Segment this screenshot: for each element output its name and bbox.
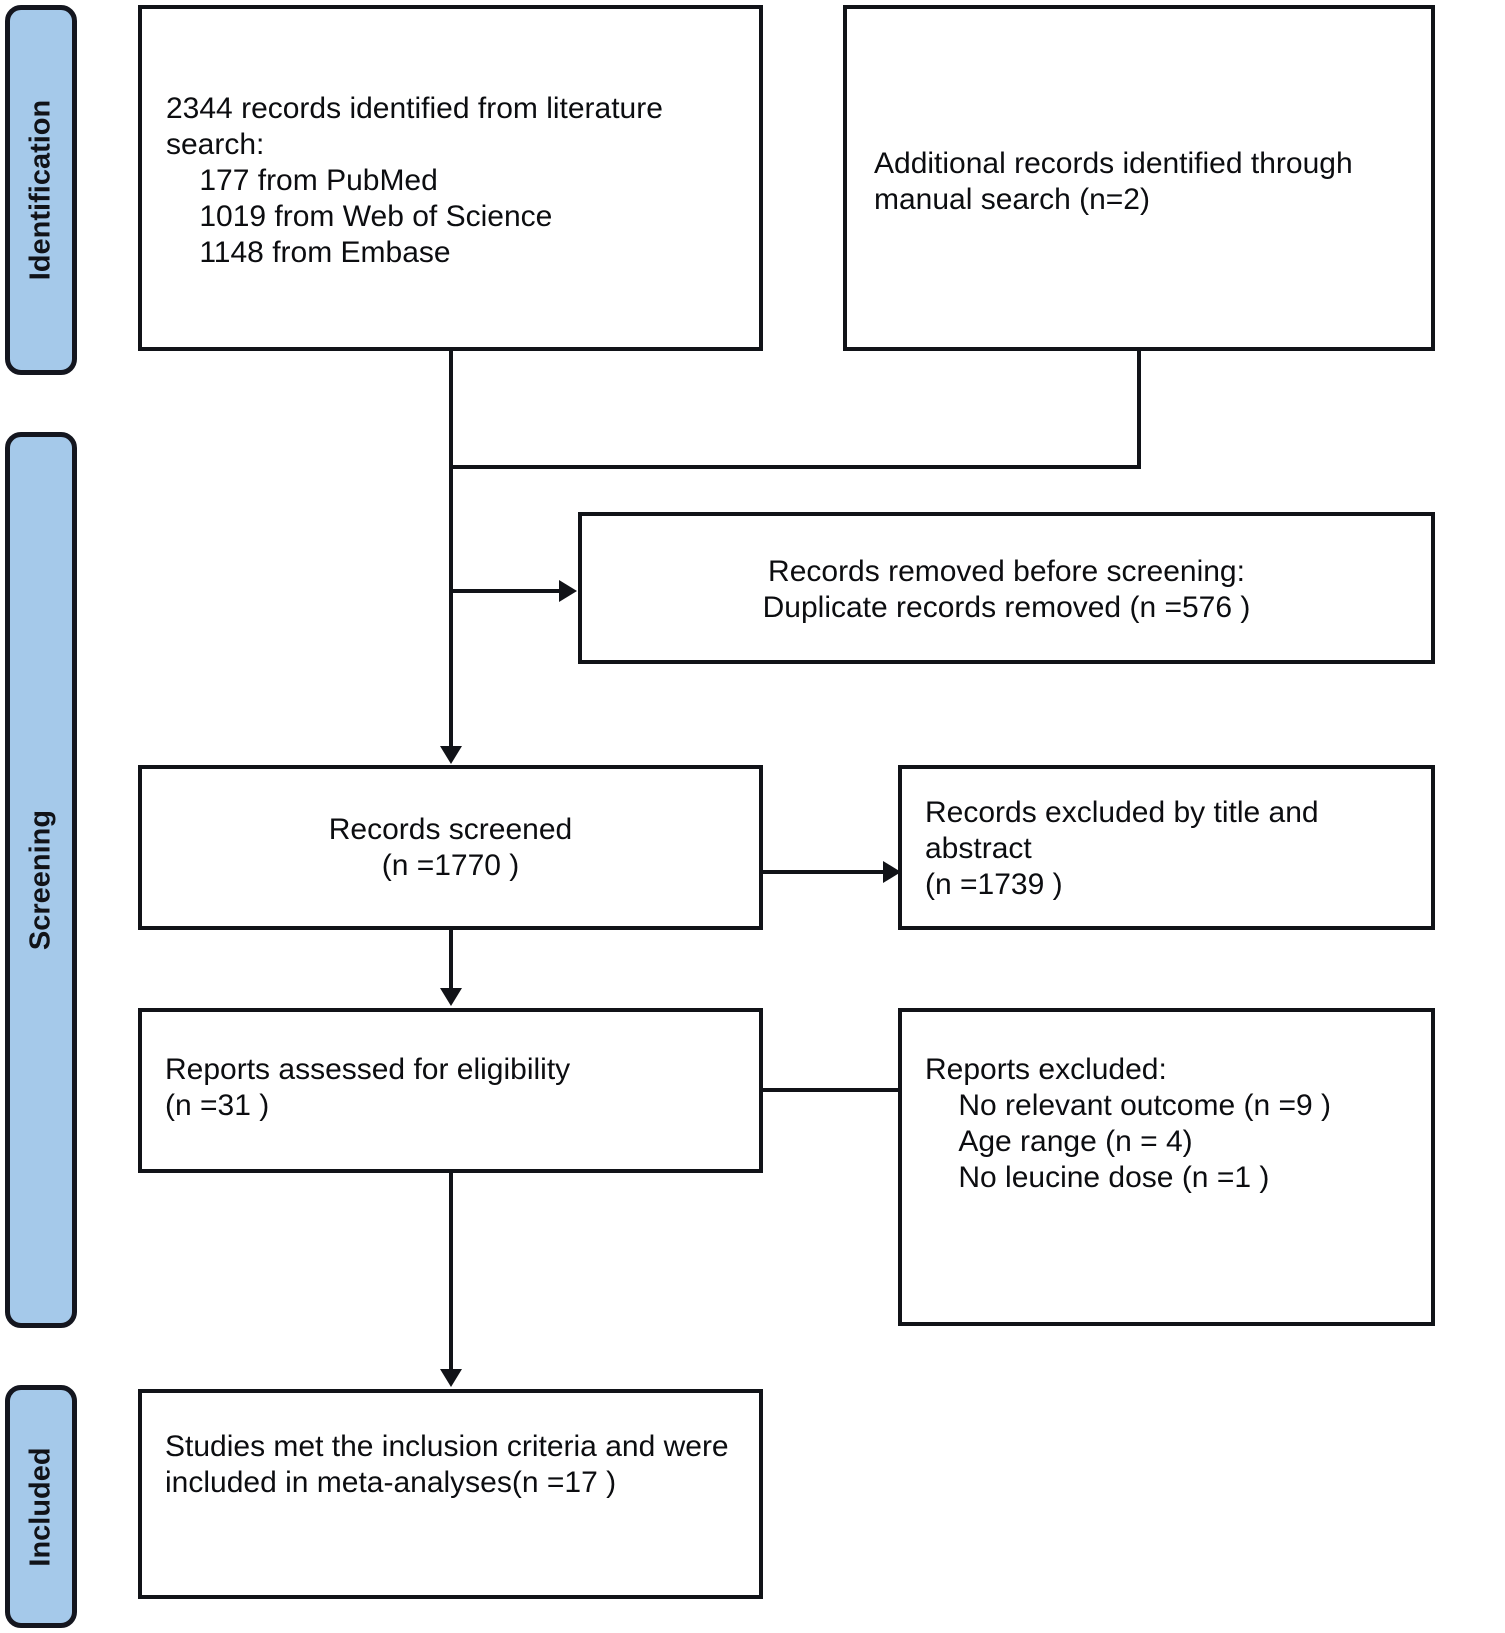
arrow-to-records-removed bbox=[559, 580, 577, 602]
connector-screened-to-excluded bbox=[763, 870, 885, 874]
box-records-excluded: Records excluded by title and abstract (… bbox=[898, 765, 1435, 930]
stage-label-identification: Identification bbox=[24, 99, 57, 281]
stage-label-included: Included bbox=[24, 1446, 57, 1567]
connector-identified-down bbox=[449, 351, 453, 469]
box-reports-assessed-text: Reports assessed for eligibility (n =31 … bbox=[165, 1053, 571, 1122]
connector-assessed-to-reports-excluded bbox=[763, 1088, 905, 1092]
connector-trunk-to-screened bbox=[449, 465, 453, 749]
box-studies-included-text: Studies met the inclusion criteria and w… bbox=[165, 1430, 737, 1499]
box-records-excluded-text: Records excluded by title and abstract (… bbox=[925, 796, 1319, 901]
connector-screened-to-assessed bbox=[449, 930, 453, 992]
box-records-identified-text: 2344 records identified from literature … bbox=[166, 92, 663, 269]
box-reports-excluded: Reports excluded: No relevant outcome (n… bbox=[898, 1008, 1435, 1326]
stage-label-screening: Screening bbox=[24, 809, 57, 951]
connector-to-records-removed bbox=[449, 589, 561, 593]
arrow-screened-to-excluded bbox=[883, 861, 901, 883]
box-records-removed: Records removed before screening: Duplic… bbox=[578, 512, 1435, 664]
arrow-screened-to-assessed bbox=[440, 988, 462, 1006]
box-additional-records: Additional records identified through ma… bbox=[843, 5, 1435, 351]
box-reports-assessed: Reports assessed for eligibility (n =31 … bbox=[138, 1008, 763, 1173]
stage-bar-identification: Identification bbox=[5, 5, 77, 375]
box-reports-excluded-text: Reports excluded: No relevant outcome (n… bbox=[925, 1053, 1332, 1194]
arrow-assessed-to-included bbox=[440, 1369, 462, 1387]
arrow-trunk-to-screened bbox=[440, 746, 462, 764]
stage-bar-screening: Screening bbox=[5, 432, 77, 1328]
stage-bar-included: Included bbox=[5, 1385, 77, 1628]
connector-merge-horizontal bbox=[449, 465, 1141, 469]
box-records-removed-text: Records removed before screening: Duplic… bbox=[762, 555, 1251, 624]
box-records-screened-text: Records screened (n =1770 ) bbox=[328, 813, 573, 882]
box-records-identified: 2344 records identified from literature … bbox=[138, 5, 763, 351]
connector-additional-down bbox=[1137, 351, 1141, 467]
box-studies-included: Studies met the inclusion criteria and w… bbox=[138, 1389, 763, 1599]
box-additional-records-text: Additional records identified through ma… bbox=[874, 147, 1361, 216]
connector-assessed-to-included bbox=[449, 1173, 453, 1373]
box-records-screened: Records screened (n =1770 ) bbox=[138, 765, 763, 930]
